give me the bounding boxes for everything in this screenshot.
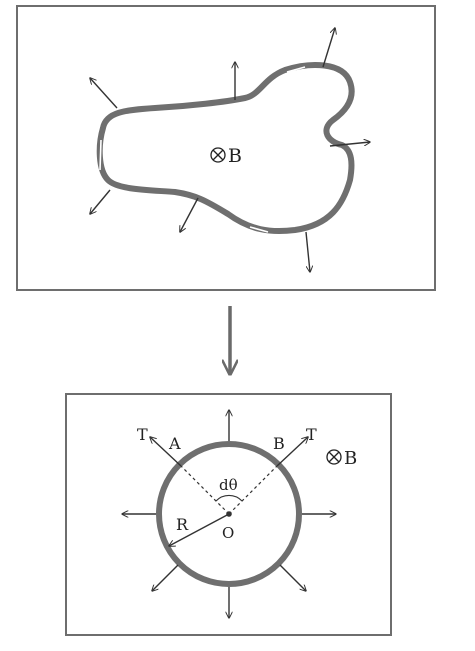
dtheta-arc (215, 494, 243, 502)
force-arrow-top-right (322, 28, 335, 68)
force-arrow-bottom-middle (180, 197, 199, 232)
force-arrow-bottom-right (305, 231, 310, 272)
radial-arrow-down-right (279, 564, 306, 591)
bottom-panel: T A B T dθ R O B (65, 393, 392, 636)
label-a: A (168, 434, 181, 453)
center-point (226, 511, 232, 517)
force-arrow-top-left (90, 78, 118, 109)
top-field-symbol-icon (210, 147, 226, 163)
loop-highlights (99, 66, 306, 233)
dashed-radii (180, 465, 278, 515)
radial-arrow-down-left (152, 564, 179, 591)
circular-loop (156, 441, 302, 587)
force-arrow-right (329, 142, 370, 147)
radial-force-arrows (122, 410, 336, 618)
top-field-label: B (228, 145, 242, 167)
top-panel: B (16, 5, 436, 291)
tension-arrow-left (150, 437, 182, 467)
label-dtheta: dθ (219, 476, 238, 494)
bottom-panel-frame (65, 393, 392, 636)
tension-arrow-right (276, 437, 308, 467)
label-t-right: T (306, 425, 317, 444)
label-b-point: B (273, 434, 285, 453)
top-panel-frame (16, 5, 436, 291)
label-o: O (222, 524, 234, 542)
label-t-left: T (137, 425, 148, 444)
label-r: R (176, 515, 189, 534)
irregular-loop (96, 62, 355, 235)
radius-line (169, 513, 230, 546)
top-force-arrows (90, 28, 370, 272)
force-arrow-bottom-left (90, 189, 111, 214)
bottom-field-symbol-icon (326, 449, 342, 465)
bottom-field-label: B (344, 448, 357, 469)
